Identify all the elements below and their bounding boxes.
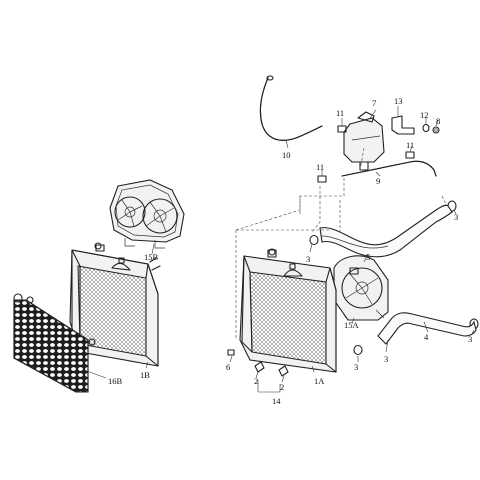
grommet-2a bbox=[254, 361, 265, 373]
clamp-11c bbox=[317, 175, 327, 183]
label-11a: 11 bbox=[336, 108, 344, 118]
label-6: 6 bbox=[226, 362, 230, 372]
label-3e: 3 bbox=[354, 362, 358, 372]
label-4: 4 bbox=[424, 332, 429, 342]
bracket-13 bbox=[391, 115, 415, 135]
radiator-guard-16b bbox=[13, 293, 96, 393]
label-9: 9 bbox=[376, 176, 380, 186]
label-1a: 1A bbox=[314, 376, 325, 386]
leader-lines bbox=[83, 106, 475, 393]
fan-shroud-15b bbox=[109, 179, 185, 249]
label-7: 7 bbox=[372, 98, 376, 108]
clamp-11a bbox=[337, 125, 347, 133]
label-16b: 16B bbox=[108, 376, 123, 386]
reservoir-tank-7 bbox=[343, 111, 385, 171]
label-15a: 15A bbox=[344, 320, 360, 330]
nut-8 bbox=[432, 126, 440, 134]
label-3d: 3 bbox=[384, 354, 388, 364]
upper-hose-5 bbox=[319, 204, 453, 258]
label-2a: 2 bbox=[254, 376, 258, 386]
fan-assembly-15a bbox=[333, 255, 389, 321]
label-12: 12 bbox=[420, 110, 429, 120]
breather-hose-9 bbox=[341, 160, 437, 177]
label-15b: 15B bbox=[144, 252, 159, 262]
label-11b: 11 bbox=[406, 140, 414, 150]
radiator-1a bbox=[239, 248, 337, 373]
clamp-11b bbox=[405, 151, 415, 159]
label-3a: 3 bbox=[454, 212, 458, 222]
label-2b: 2 bbox=[280, 382, 284, 392]
overflow-hose-10 bbox=[259, 75, 323, 141]
grommet-2b bbox=[278, 365, 289, 377]
label-10: 10 bbox=[282, 150, 291, 160]
label-8: 8 bbox=[436, 116, 440, 126]
lower-hose-4 bbox=[377, 312, 477, 345]
label-11c: 11 bbox=[316, 162, 324, 172]
label-3c: 3 bbox=[468, 334, 472, 344]
label-5: 5 bbox=[366, 252, 370, 262]
bolt-6 bbox=[227, 349, 235, 356]
label-3b: 3 bbox=[306, 254, 310, 264]
clamp-3b bbox=[309, 234, 319, 246]
clamp-3e bbox=[353, 344, 363, 356]
washer-12 bbox=[422, 123, 430, 133]
label-13: 13 bbox=[394, 96, 403, 106]
label-1b: 1B bbox=[140, 370, 150, 380]
label-14: 14 bbox=[272, 396, 281, 406]
